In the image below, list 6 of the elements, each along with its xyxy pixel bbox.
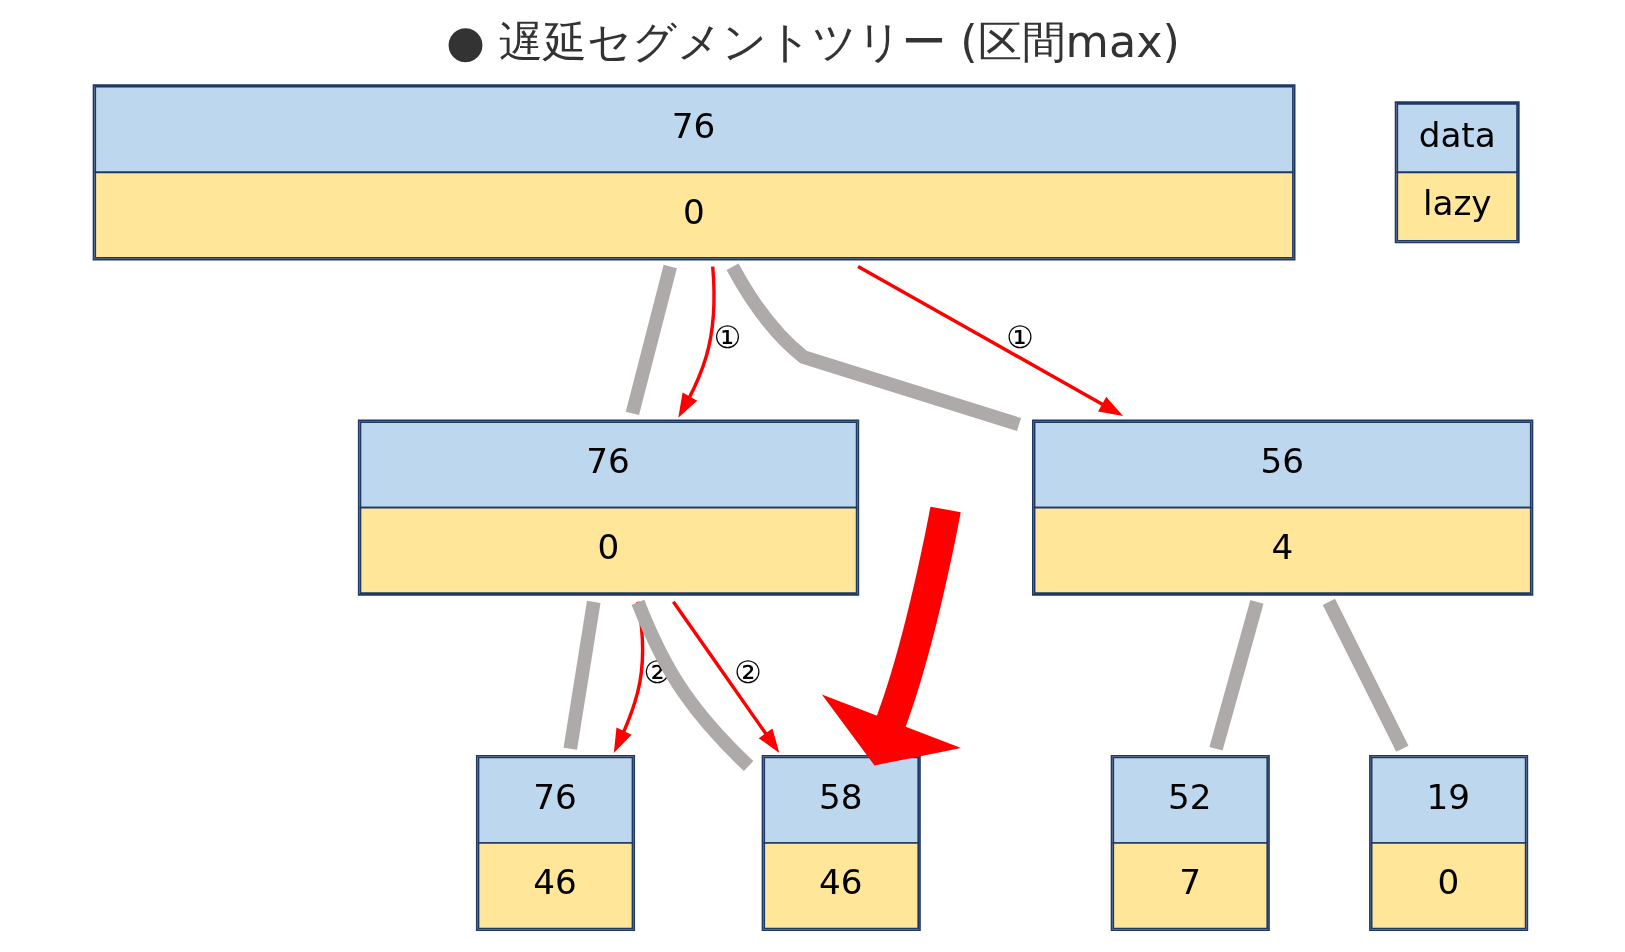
edge-label: ① [713,318,741,355]
legend-label: data [1418,114,1496,155]
legend-label: lazy [1422,183,1492,224]
edge-label: ② [733,653,762,690]
edge-label: ① [1005,318,1034,355]
diagram-title: ● 遅延セグメントツリー (区間max) [445,16,1180,68]
